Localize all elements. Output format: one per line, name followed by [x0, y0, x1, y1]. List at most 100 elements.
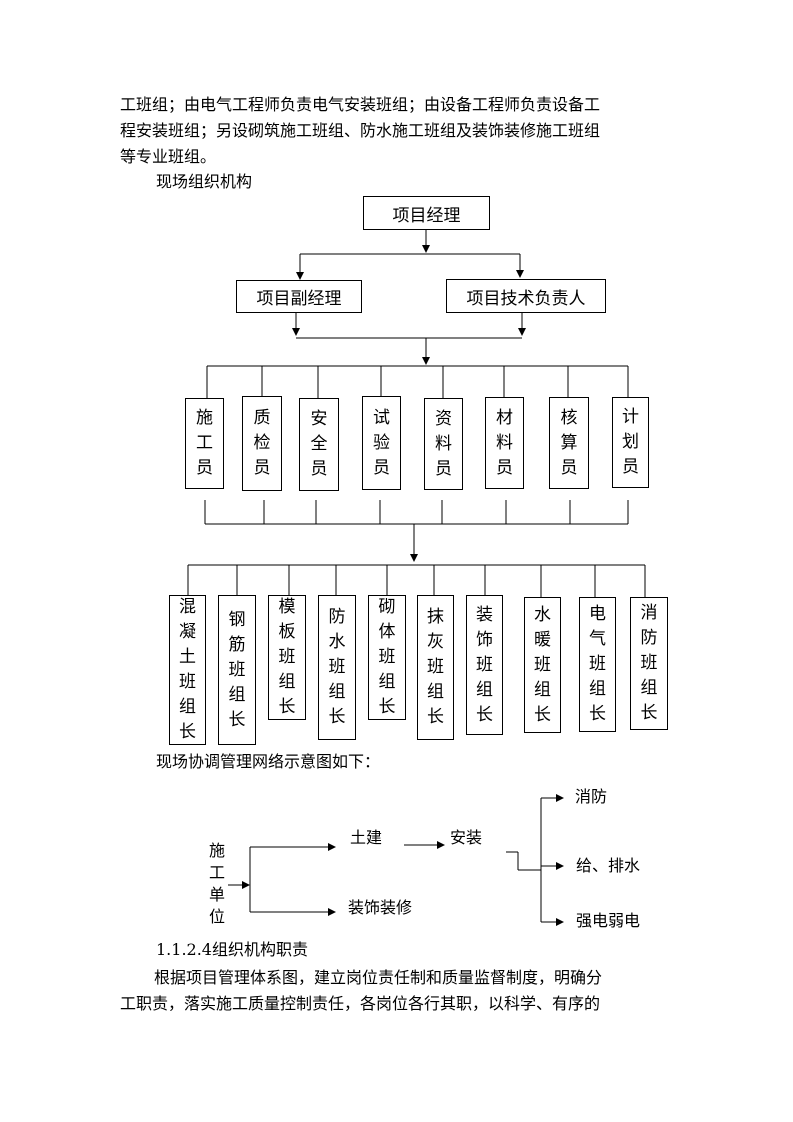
vertical-label: 核算员: [561, 406, 578, 481]
label-char: 板: [278, 622, 296, 642]
staff-box: 计划员: [612, 397, 649, 488]
vertical-label: 试验员: [373, 406, 390, 481]
label-char: 员: [622, 457, 639, 477]
label-char: 员: [496, 457, 513, 478]
label-char: 抹: [427, 607, 444, 627]
network-branch-fire: 消防: [575, 787, 608, 806]
vertical-label: 防水班组长: [329, 605, 346, 730]
section-heading: 1.1.2.4组织机构职责: [156, 940, 308, 959]
network-source-label: 施工单位: [208, 840, 226, 928]
vertical-label: 资料员: [435, 407, 452, 482]
org-chart-caption: 现场组织机构: [156, 172, 253, 191]
vertical-label: 安全员: [311, 407, 328, 482]
vertical-label: 质检员: [254, 406, 271, 481]
label-char: 长: [427, 707, 444, 727]
team-leader-box: 砌体班组长: [368, 595, 406, 720]
label-char: 筋: [228, 634, 246, 655]
label-char: 材: [496, 407, 513, 428]
label-char: 组: [476, 679, 493, 700]
label-char: 班: [476, 654, 493, 675]
intro-line: 等专业班组。: [120, 147, 217, 166]
label-char: 长: [589, 704, 606, 724]
label-char: 位: [208, 907, 225, 926]
intro-line: 工班组；由电气工程师负责电气安装班组；由设备工程师负责设备工: [120, 95, 601, 114]
label-char: 班: [534, 654, 551, 675]
label-char: 组: [378, 672, 396, 692]
label-char: 检: [253, 433, 271, 453]
label-char: 班: [640, 653, 658, 673]
org-top-box: 项目经理: [363, 196, 490, 230]
vertical-label: 砌体班组长: [379, 595, 396, 720]
label-char: 核: [560, 407, 578, 428]
label-char: 料: [496, 432, 513, 453]
closing-line: 工职责，落实施工质量控制责任，各岗位各行其职，以科学、有序的: [120, 994, 601, 1013]
network-caption: 现场协调管理网络示意图如下：: [156, 752, 381, 771]
label-char: 验: [373, 432, 390, 453]
intro-paragraph: 工班组；由电气工程师负责电气安装班组；由设备工程师负责设备工 程安装班组；另设砌…: [120, 92, 680, 170]
label-char: 长: [179, 722, 196, 742]
label-char: 组: [427, 682, 444, 702]
label-char: 工: [196, 433, 213, 453]
intro-line: 程安装班组；另设砌筑施工班组、防水施工班组及装饰装修施工班组: [120, 121, 601, 140]
network-decoration-label: 装饰装修: [348, 898, 413, 917]
label-char: 组: [534, 679, 551, 700]
vertical-label: 混凝土班组长: [179, 595, 196, 745]
label-char: 模: [278, 597, 296, 617]
vertical-label: 消防班组长: [641, 601, 658, 726]
vertical-label: 电气班组长: [589, 602, 606, 727]
label-char: 班: [278, 647, 296, 667]
vertical-label: 施工单位: [208, 840, 226, 928]
label-char: 长: [328, 707, 346, 727]
label-char: 长: [378, 697, 396, 717]
closing-line: 根据项目管理体系图，建立岗位责任制和质量监督制度，明确分: [154, 968, 603, 987]
vertical-label: 抹灰班组长: [427, 605, 444, 730]
label-char: 安: [310, 409, 328, 429]
vertical-label: 施工员: [196, 406, 213, 481]
team-leader-box: 防水班组长: [318, 595, 356, 740]
label-char: 灰: [427, 632, 444, 652]
staff-box: 施工员: [185, 398, 224, 489]
label-char: 算: [560, 432, 578, 453]
label-char: 班: [328, 657, 346, 677]
label-char: 员: [373, 457, 390, 478]
vertical-label: 装饰班组长: [476, 603, 493, 728]
team-leader-box: 装饰班组长: [466, 595, 503, 735]
network-civil-label: 土建: [350, 828, 383, 847]
label-char: 料: [435, 433, 452, 454]
label-char: 工: [208, 863, 225, 882]
label-char: 划: [622, 432, 639, 452]
vertical-label: 计划员: [622, 405, 639, 480]
label-char: 班: [378, 647, 396, 667]
label-char: 砌: [378, 597, 396, 617]
org-tech-lead-box: 项目技术负责人: [446, 279, 606, 313]
closing-paragraph: 根据项目管理体系图，建立岗位责任制和质量监督制度，明确分 工职责，落实施工质量控…: [120, 965, 680, 1017]
label-char: 防: [640, 628, 658, 648]
label-char: 员: [196, 458, 213, 478]
label-char: 单: [208, 885, 225, 904]
label-char: 组: [179, 697, 196, 717]
label-char: 组: [328, 682, 346, 702]
network-branch-electric: 强电弱电: [576, 911, 641, 930]
vertical-label: 钢筋班组长: [229, 608, 246, 733]
label-char: 组: [278, 672, 296, 692]
org-deputy-manager-box: 项目副经理: [236, 280, 362, 313]
label-char: 装: [476, 604, 493, 625]
label-char: 组: [589, 679, 606, 699]
team-leader-box: 水暖班组长: [524, 597, 561, 733]
label-char: 组: [228, 684, 246, 705]
vertical-label: 水暖班组长: [534, 603, 551, 728]
label-char: 员: [560, 457, 578, 478]
staff-box: 质检员: [242, 396, 282, 491]
label-char: 长: [278, 697, 296, 717]
label-char: 员: [310, 459, 328, 479]
label-char: 长: [534, 704, 551, 725]
label-char: 班: [179, 672, 196, 692]
label-char: 凝: [179, 622, 196, 642]
label-char: 长: [476, 704, 493, 725]
network-install-label: 安装: [450, 828, 483, 847]
staff-box: 安全员: [299, 398, 339, 491]
label-char: 混: [179, 597, 196, 617]
team-leader-box: 钢筋班组长: [218, 595, 256, 745]
label-char: 电: [589, 604, 606, 624]
